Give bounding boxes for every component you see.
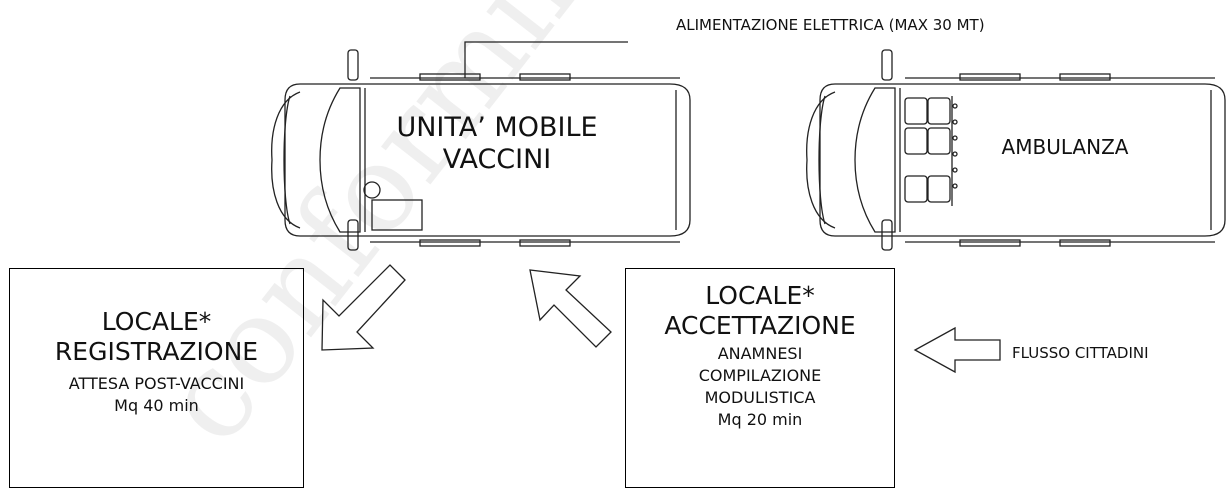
acceptance-room-detail1: ANAMNESI xyxy=(717,344,803,363)
vaccine-van-label-line1: UNITA’ MOBILE xyxy=(396,112,598,143)
power-cable-line xyxy=(464,41,628,78)
acceptance-room-title-line1: LOCALE* xyxy=(705,281,815,310)
arrow-citizen-flow xyxy=(913,326,1001,374)
acceptance-room-detail4: Mq 20 min xyxy=(717,410,803,430)
acceptance-room-detail2: COMPILAZIONE xyxy=(698,366,822,386)
registration-room-detail1: ATTESA POST-VACCINI xyxy=(68,374,245,393)
arrow-to-vaccine-van xyxy=(529,269,612,348)
power-supply-label: ALIMENTAZIONE ELETTRICA (MAX 30 MT) xyxy=(676,16,985,34)
registration-room-box: LOCALE* REGISTRAZIONE ATTESA POST-VACCIN… xyxy=(9,268,304,488)
acceptance-room-title-line2: ACCETTAZIONE xyxy=(664,311,856,340)
registration-room-detail2: Mq 40 min xyxy=(114,395,199,415)
citizen-flow-label: FLUSSO CITTADINI xyxy=(1012,344,1149,362)
registration-room-title-line2: REGISTRAZIONE xyxy=(54,337,259,366)
vaccine-van-label: UNITA’ MOBILE VACCINI xyxy=(352,112,642,177)
layout-drawing xyxy=(271,41,1226,374)
vaccine-van-outline xyxy=(271,49,691,251)
arrow-to-registration xyxy=(321,264,406,351)
registration-room-title-line1: LOCALE* xyxy=(101,307,212,336)
acceptance-room-box: LOCALE* ACCETTAZIONE ANAMNESI COMPILAZIO… xyxy=(625,268,895,488)
ambulance-label: AMBULANZA xyxy=(1001,135,1129,159)
ambulance-outline xyxy=(806,49,1226,251)
acceptance-room-detail3: MODULISTICA xyxy=(704,388,816,408)
vaccine-van-label-line2: VACCINI xyxy=(442,144,552,176)
